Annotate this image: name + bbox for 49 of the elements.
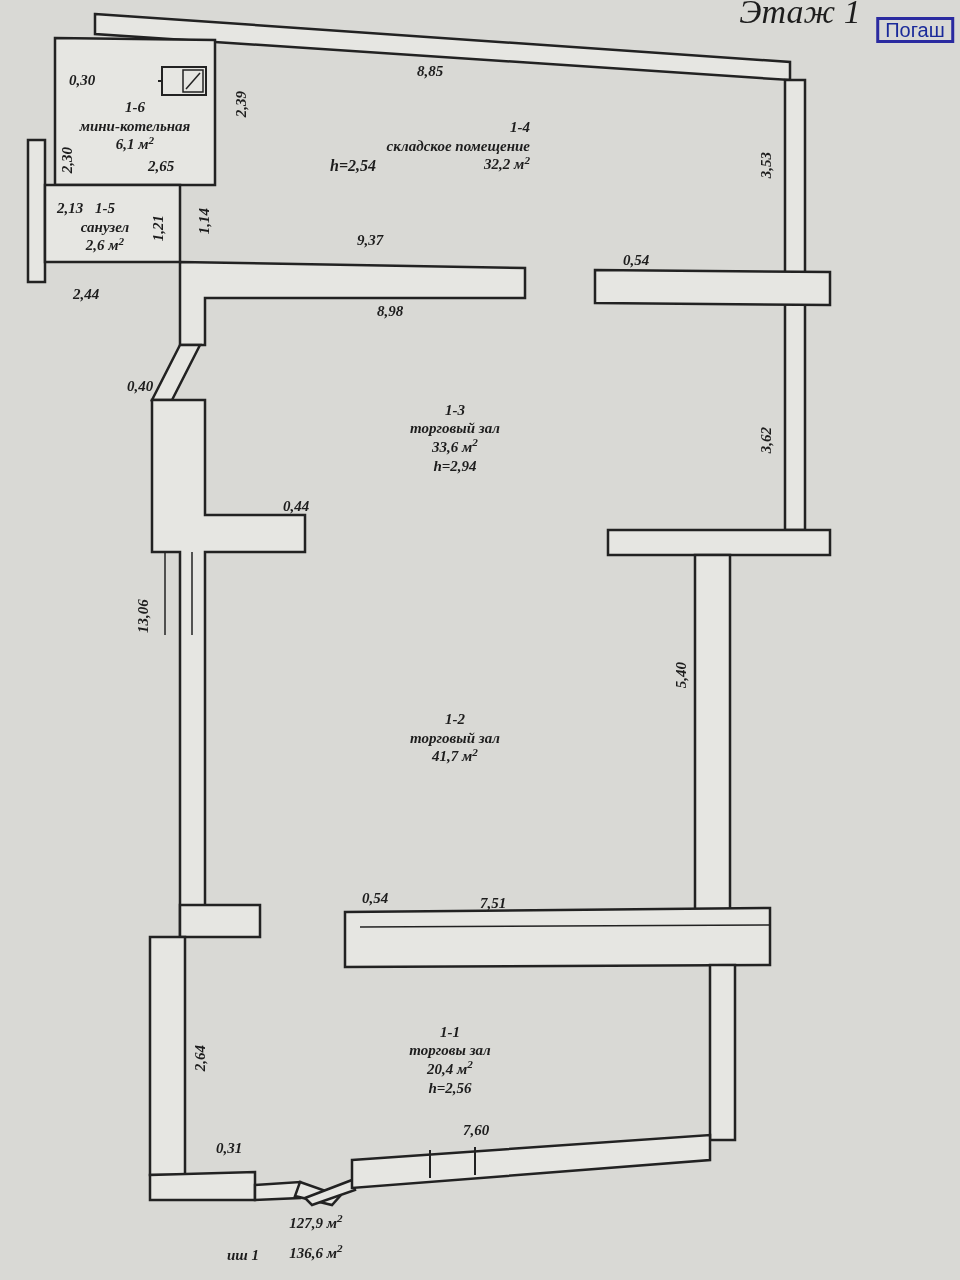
stamp: Погаш	[876, 17, 954, 43]
dimension-label: 2,13	[56, 200, 84, 216]
dimension-label: 2,39	[233, 90, 249, 118]
room-number: 1-2	[445, 709, 465, 729]
room-name: торговый зал	[410, 419, 500, 438]
ceiling-height: h=2,54	[330, 156, 376, 176]
room-area: 41,7 м$^{2}$	[432, 747, 478, 767]
dimension-label: 9,37	[356, 232, 384, 248]
dimension-label: 13,06	[135, 599, 151, 633]
area-total: 127,9 м$^{2}$	[289, 1215, 343, 1231]
dimension-label: 5,40	[673, 661, 689, 689]
dimension-label: 0,30	[68, 72, 96, 88]
room-area: 33,6 м$^{2}$	[432, 438, 478, 457]
room-number: 1-6	[125, 97, 145, 117]
dimension-label: 2,30	[59, 146, 75, 174]
dimension-label: 1,14	[196, 207, 212, 235]
room-area: 32,2 м$^{2}$	[484, 155, 530, 175]
dimension-label: 2,44	[72, 286, 100, 302]
room-name: торговый зал	[410, 728, 500, 748]
floor-title: Этаж 1	[739, 0, 861, 29]
room-number: 1-4	[510, 117, 530, 137]
room-name: складское помещение	[386, 136, 530, 156]
room-number: 1-1	[440, 1022, 460, 1042]
room-number: 1-3	[445, 400, 465, 420]
ceiling-height: h=2,56	[428, 1078, 472, 1098]
room-number: 1-5	[95, 198, 115, 218]
dimension-label: 0,54	[622, 252, 650, 268]
room-area: 2,6 м$^{2}$	[85, 236, 125, 256]
dimension-label: 8,98	[376, 303, 404, 319]
area-total: 136,6 м$^{2}$	[289, 1245, 343, 1261]
dimension-label: 8,85	[416, 63, 444, 79]
dimension-label: 1,21	[150, 214, 166, 242]
room-name: мини-котельная	[79, 116, 191, 136]
dimension-label: 2,65	[147, 158, 175, 174]
dimension-label: 2,64	[192, 1044, 208, 1072]
room-area: 6,1 м$^{2}$	[115, 135, 155, 155]
dimension-label: 7,60	[462, 1122, 490, 1138]
room-area: 20,4 м$^{2}$	[427, 1060, 473, 1079]
room-name: санузел	[80, 217, 130, 237]
dimension-label: 0,31	[215, 1140, 243, 1156]
dimension-label: 7,51	[479, 895, 507, 911]
dimension-label: 0,44	[282, 498, 310, 514]
dimension-label: 3,53	[758, 151, 774, 179]
ceiling-height: h=2,94	[433, 456, 477, 476]
room-name: торговы зал	[409, 1041, 491, 1060]
dimension-label: 0,54	[361, 890, 389, 906]
dimension-label: 3,62	[758, 426, 774, 454]
dimension-label: 0,40	[126, 378, 154, 394]
area-total: иш 1	[226, 1247, 260, 1263]
